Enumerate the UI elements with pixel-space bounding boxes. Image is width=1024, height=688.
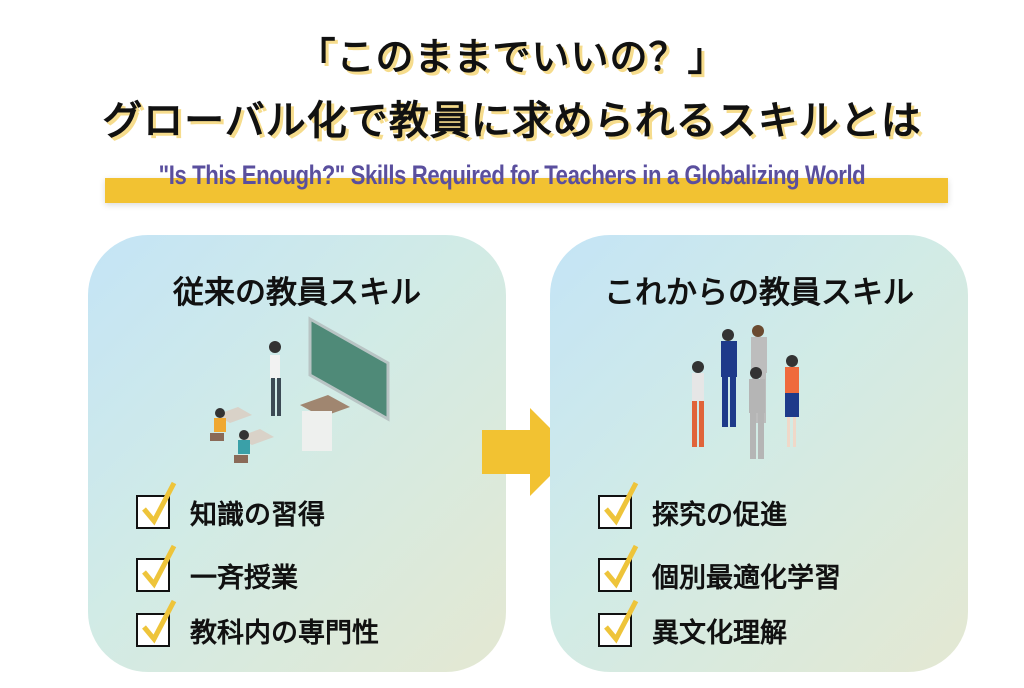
item-label: 知識の習得	[190, 499, 325, 531]
subtitle: "Is This Enough?" Skills Required for Te…	[158, 160, 866, 190]
checklist-item: 知識の習得	[136, 481, 325, 532]
item-label: 探究の促進	[652, 499, 787, 531]
checkbox-checked-icon	[598, 599, 639, 647]
panel-heading: 従来の教員スキル	[173, 275, 421, 311]
item-label: 一斉授業	[190, 562, 298, 594]
subtitle-banner	[105, 178, 948, 203]
title-line-2: グローバル化で教員に求められるスキルとは	[102, 98, 922, 144]
traditional-skills-panel: 従来の教員スキル 知識の習得 一斉授業 教科内の専門性	[88, 235, 506, 672]
checklist-item: 探究の促進	[598, 481, 787, 532]
checkbox-checked-icon	[598, 481, 639, 529]
future-skills-panel: これからの教員スキル 探究の促進 個別最適化学習 異文化理解	[550, 235, 968, 672]
team-discussion-illustration	[692, 325, 799, 459]
panel-heading: これからの教員スキル	[604, 275, 914, 311]
item-label: 教科内の専門性	[190, 617, 379, 649]
checkbox-checked-icon	[136, 481, 177, 529]
item-label: 異文化理解	[652, 617, 787, 649]
title-line-1: 「このままでいいの？」	[297, 35, 727, 79]
checkbox-checked-icon	[136, 544, 177, 592]
checklist-item: 個別最適化学習	[598, 544, 841, 595]
classroom-illustration	[210, 316, 390, 463]
checkbox-checked-icon	[598, 544, 639, 592]
item-label: 個別最適化学習	[652, 562, 841, 594]
checkbox-checked-icon	[136, 599, 177, 647]
checklist-item: 異文化理解	[598, 599, 787, 650]
checklist-item: 教科内の専門性	[136, 599, 379, 650]
checklist-item: 一斉授業	[136, 544, 298, 595]
